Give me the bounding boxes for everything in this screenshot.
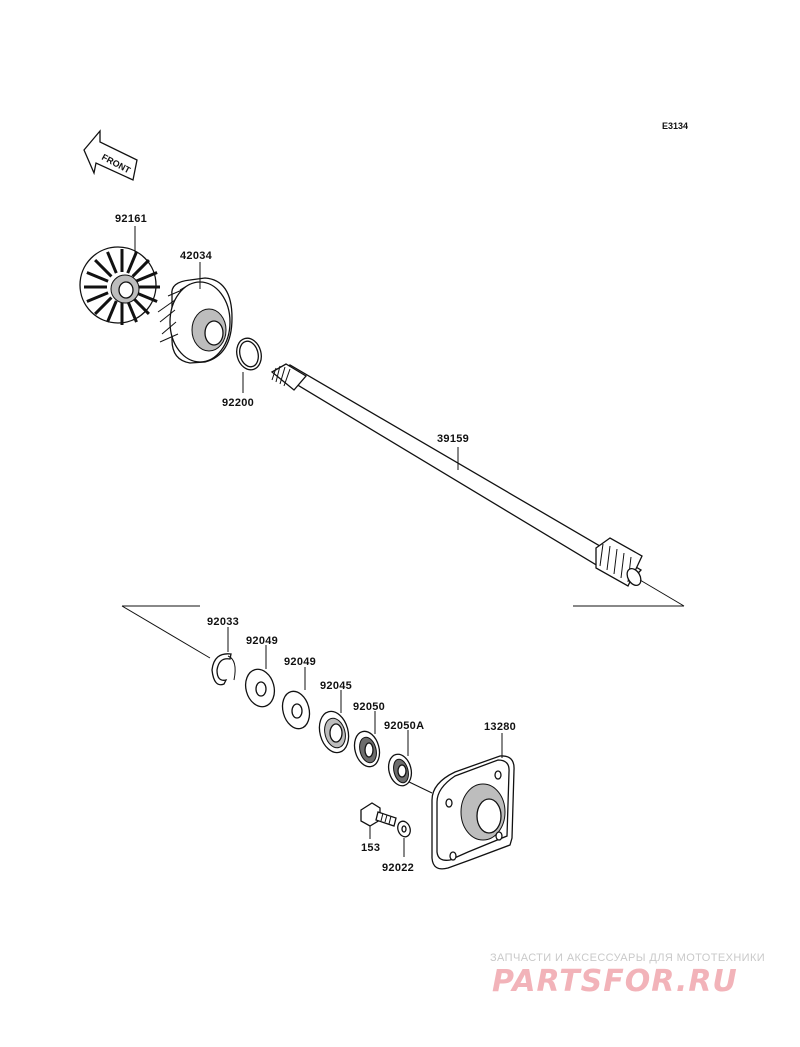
part-label-bolt: 153 [361, 842, 380, 854]
part-label-shaft: 39159 [437, 433, 469, 445]
impeller-blade [135, 271, 158, 283]
impeller-blade [86, 271, 109, 283]
impeller-icon [79, 246, 160, 325]
impeller-blade [94, 259, 113, 278]
circlip-icon [211, 653, 236, 686]
oil-seal-a-icon [387, 753, 413, 787]
part-label-washer-2: 92049 [284, 656, 316, 668]
washer-2-icon [281, 690, 311, 730]
part-label-oil-seal-a: 92050A [384, 720, 424, 732]
shaft-icon [270, 363, 643, 587]
part-label-impeller-housing: 42034 [180, 250, 213, 262]
impeller-blade [106, 300, 118, 323]
part-label-washer-1: 92049 [246, 635, 278, 647]
part-label-bearing: 92045 [320, 680, 352, 692]
part-label-washer-small: 92022 [382, 862, 414, 874]
impeller-blade [86, 291, 109, 303]
impeller-blade [94, 296, 113, 315]
front-arrow-icon: FRONT [83, 129, 138, 181]
watermark-caption: ЗАПЧАСТИ И АКСЕССУАРЫ ДЛЯ МОТОТЕХНИКИ [490, 952, 766, 964]
bearing-icon [318, 710, 350, 754]
part-label-impeller: 92161 [115, 213, 147, 225]
part-label-oil-seal: 92050 [353, 701, 385, 713]
impeller-blade [126, 251, 138, 274]
impeller-housing-icon [157, 277, 233, 364]
part-label-circlip: 92033 [207, 616, 239, 628]
bolt-icon [360, 802, 397, 827]
oil-seal-icon [353, 730, 381, 768]
ring-icon [236, 337, 262, 371]
impeller-blade [106, 251, 118, 274]
part-label-cover: 13280 [484, 721, 516, 733]
diagram-code: E3134 [662, 121, 688, 131]
part-label-ring: 92200 [222, 397, 254, 409]
impeller-blade [131, 296, 150, 315]
washer-1-icon [244, 668, 276, 708]
assembly-axis-lines [121, 579, 685, 794]
impeller-blade [131, 259, 150, 278]
washer-small-icon [397, 820, 411, 838]
impeller-blade [126, 300, 138, 323]
watermark-logo: PARTSFOR.RU [492, 964, 738, 999]
cover-icon [431, 755, 515, 870]
impeller-blade [135, 291, 158, 303]
